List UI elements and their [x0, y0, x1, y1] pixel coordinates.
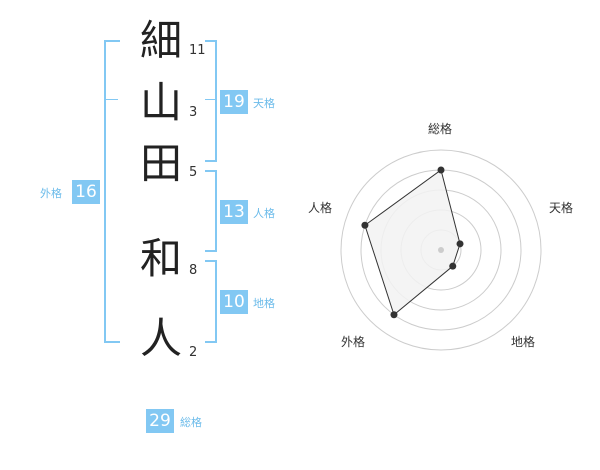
stroke-count-2: 3: [189, 105, 198, 120]
gaikaku-bracket: [104, 40, 120, 343]
gaikaku-bracket-tick: [104, 99, 118, 100]
stroke-count-3: 5: [189, 165, 198, 180]
tenkaku-bracket-tick: [205, 99, 215, 100]
tenkaku-label: 天格: [253, 97, 275, 110]
soukaku-label: 総格: [180, 416, 202, 429]
name-char-5: 人: [139, 314, 182, 363]
name-char-4: 和: [139, 234, 182, 283]
jinkaku-value: 13: [220, 200, 248, 224]
stroke-count-1: 11: [189, 43, 206, 58]
radar-score-polygon: [364, 169, 461, 316]
radar-point-1: [437, 166, 445, 174]
name-char-3: 田: [139, 139, 182, 188]
name-char-1: 細: [139, 16, 182, 65]
soukaku-value: 29: [146, 409, 174, 433]
stroke-count-4: 8: [189, 263, 198, 278]
radar-axis-label-jinkaku: 人格: [308, 201, 333, 215]
radar-axis-label-tenkaku: 天格: [549, 201, 574, 215]
radar-points: [361, 166, 464, 319]
radar-axis-label-soukaku: 総格: [428, 122, 453, 136]
radar-point-5: [361, 221, 369, 229]
stroke-count-5: 2: [189, 345, 198, 360]
chikaku-value: 10: [220, 290, 248, 314]
gaikaku-label: 外格: [40, 187, 62, 200]
radar-ring: [340, 149, 542, 351]
chikaku-label: 地格: [253, 297, 275, 310]
radar-point-4: [390, 311, 398, 319]
radar-point-2: [456, 240, 464, 248]
tenkaku-value: 19: [220, 90, 248, 114]
radar-axis-label-chikaku: 地格: [511, 335, 536, 349]
chikaku-bracket: [205, 260, 217, 343]
radar-center-dot: [438, 247, 444, 253]
radar-point-3: [449, 262, 457, 270]
jinkaku-label: 人格: [253, 207, 275, 220]
gaikaku-value: 16: [72, 180, 100, 204]
name-char-2: 山: [139, 78, 182, 127]
tenkaku-bracket: [205, 40, 217, 162]
jinkaku-bracket: [205, 170, 217, 252]
radar-axis-label-gaikaku: 外格: [341, 335, 366, 349]
